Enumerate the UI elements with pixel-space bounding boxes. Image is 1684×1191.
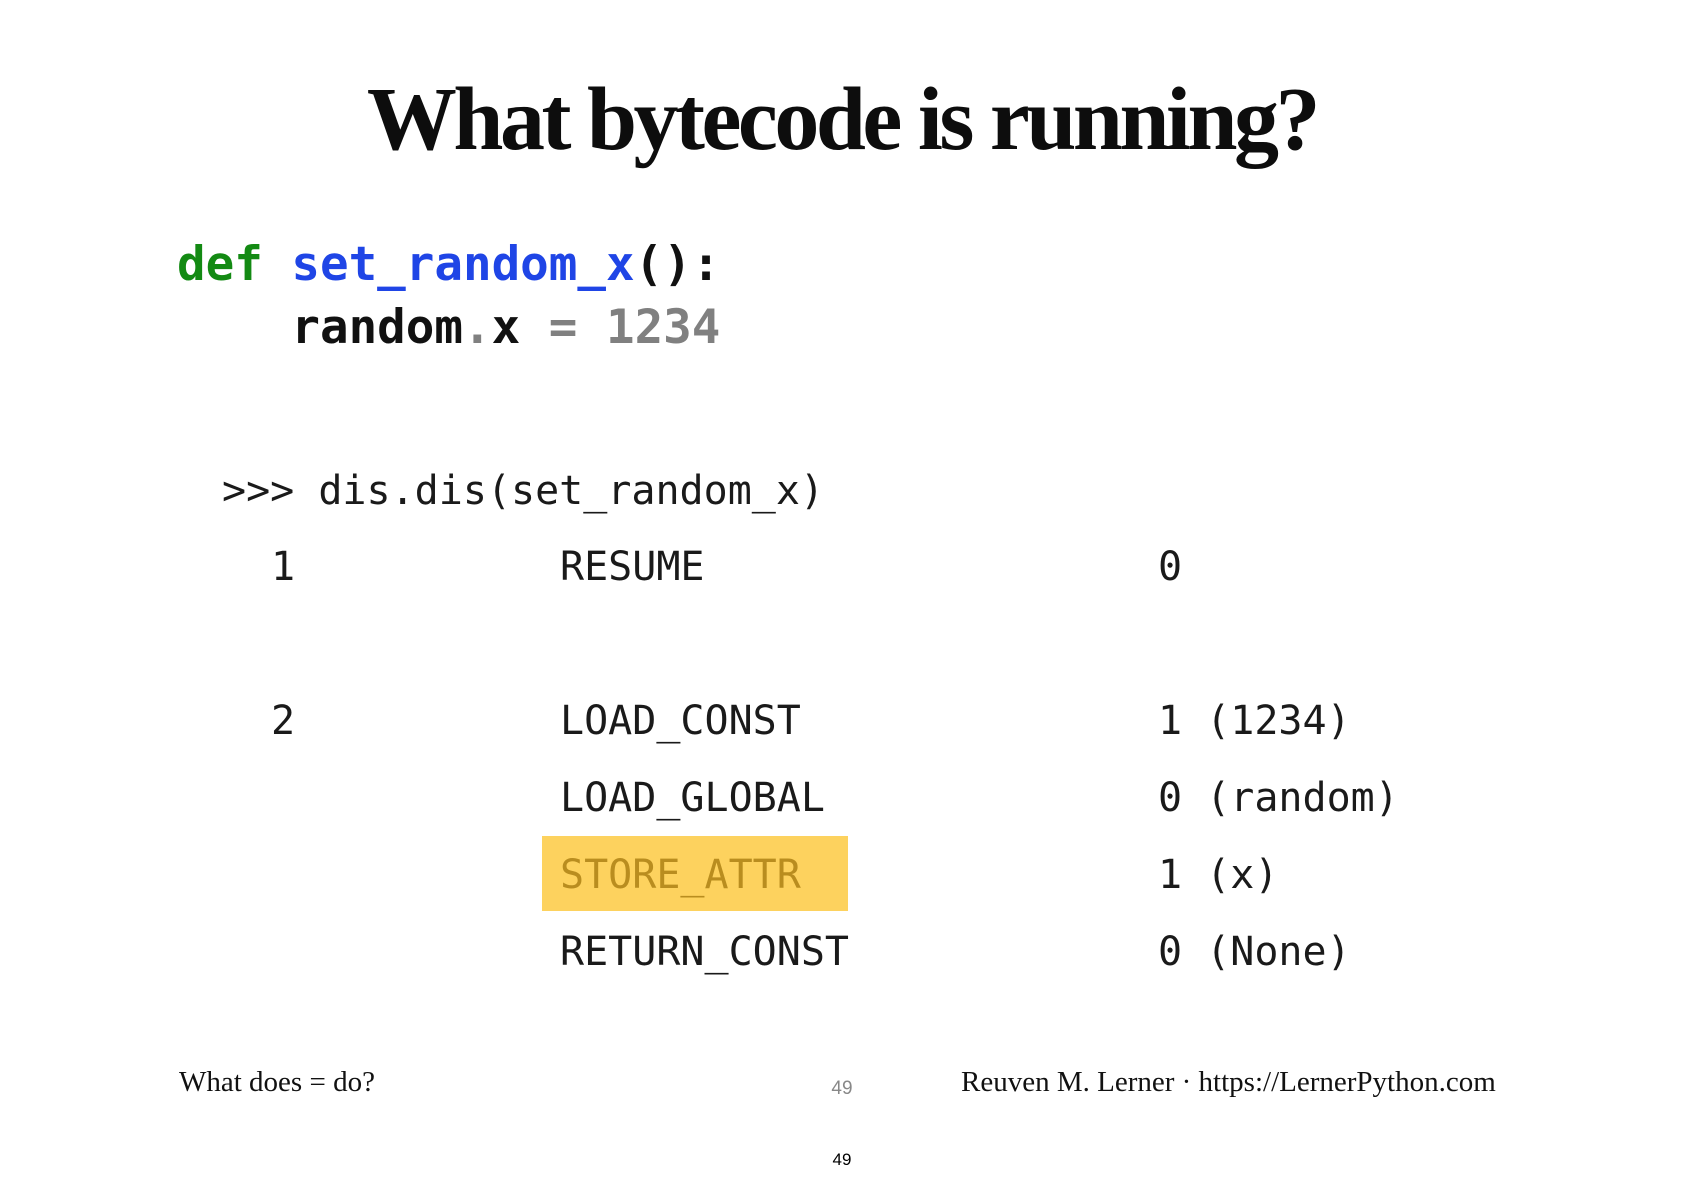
disassembly-row: RETURN_CONST 0 (None) [0, 932, 1684, 972]
page-number: 49 [832, 1150, 852, 1169]
footer-author: Reuven M. Lerner · https://LernerPython.… [961, 1066, 1496, 1098]
oparg: 1 (x) [1158, 852, 1279, 898]
opname: LOAD_CONST [560, 698, 801, 744]
oparg: 0 (random) [1158, 775, 1399, 821]
opname: RESUME [560, 544, 705, 590]
oparg: 0 [1158, 544, 1183, 590]
code-line-def: def set_random_x (): [177, 241, 720, 289]
repl-line: >>> dis.dis(set_random_x) [222, 471, 824, 511]
disassembly-row: 2 LOAD_CONST 1 (1234) [0, 701, 1684, 741]
code-punctuation: (): [634, 237, 721, 292]
repl-prompt: >>> [222, 468, 295, 514]
slide-title: What bytecode is running? [366, 70, 1321, 169]
code-value: 1234 [605, 300, 721, 355]
code-line-assignment: random . x = 1234 [177, 304, 720, 352]
footer-page-number: 49 [831, 1078, 853, 1099]
source-line-number: 2 [271, 698, 296, 744]
code-operator: = [548, 300, 578, 355]
highlighted-opname: STORE_ATTR [542, 836, 848, 911]
source-line-number: 1 [271, 544, 296, 590]
disassembly-row: LOAD_GLOBAL 0 (random) [0, 778, 1684, 818]
disassembly-row: 1 RESUME 0 [0, 547, 1684, 587]
oparg: 1 (1234) [1158, 698, 1351, 744]
oparg: 0 (None) [1158, 929, 1351, 975]
code-attribute: x [491, 300, 521, 355]
repl-command: dis.dis(set_random_x) [318, 468, 825, 514]
code-object: random [291, 300, 463, 355]
code-function-name: set_random_x [291, 237, 635, 292]
footer-section-title: What does = do? [179, 1066, 375, 1098]
code-keyword: def [177, 237, 263, 292]
code-dot: . [462, 300, 492, 355]
opname: RETURN_CONST [560, 929, 849, 975]
opname: LOAD_GLOBAL [560, 775, 825, 821]
disassembly-row-highlighted: STORE_ATTR 1 (x) [0, 836, 1684, 911]
